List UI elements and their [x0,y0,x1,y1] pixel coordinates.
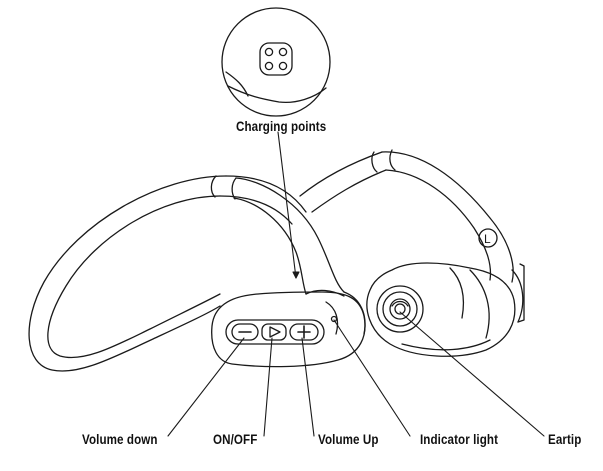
eartip-leader [399,311,545,437]
volume-up-button [289,323,319,341]
volume-down-leader [167,337,245,437]
label-on-off: ON/OFF [213,432,258,447]
earpiece-l-marking: L [484,232,491,246]
control-panel [225,315,338,345]
right-ear-hook [299,149,514,283]
indicator-light-leader [333,319,411,437]
right-earpiece [366,262,525,357]
label-volume-up: Volume Up [318,432,379,447]
leader-lines [167,131,545,437]
neckband [28,175,307,372]
label-volume-down: Volume down [82,432,158,447]
label-indicator-light: Indicator light [420,432,499,447]
volume-up-leader [301,337,315,437]
indicator-light-dot [330,315,338,323]
label-eartip: Eartip [548,432,582,447]
volume-down-button [231,323,259,341]
on-off-button [261,323,287,341]
charging-points-zoom [221,7,331,117]
charging-points-leader [277,131,297,279]
left-earpiece [211,289,366,368]
left-ear-hook [233,177,345,295]
on-off-leader [263,337,273,437]
label-charging-points: Charging points [236,119,327,134]
